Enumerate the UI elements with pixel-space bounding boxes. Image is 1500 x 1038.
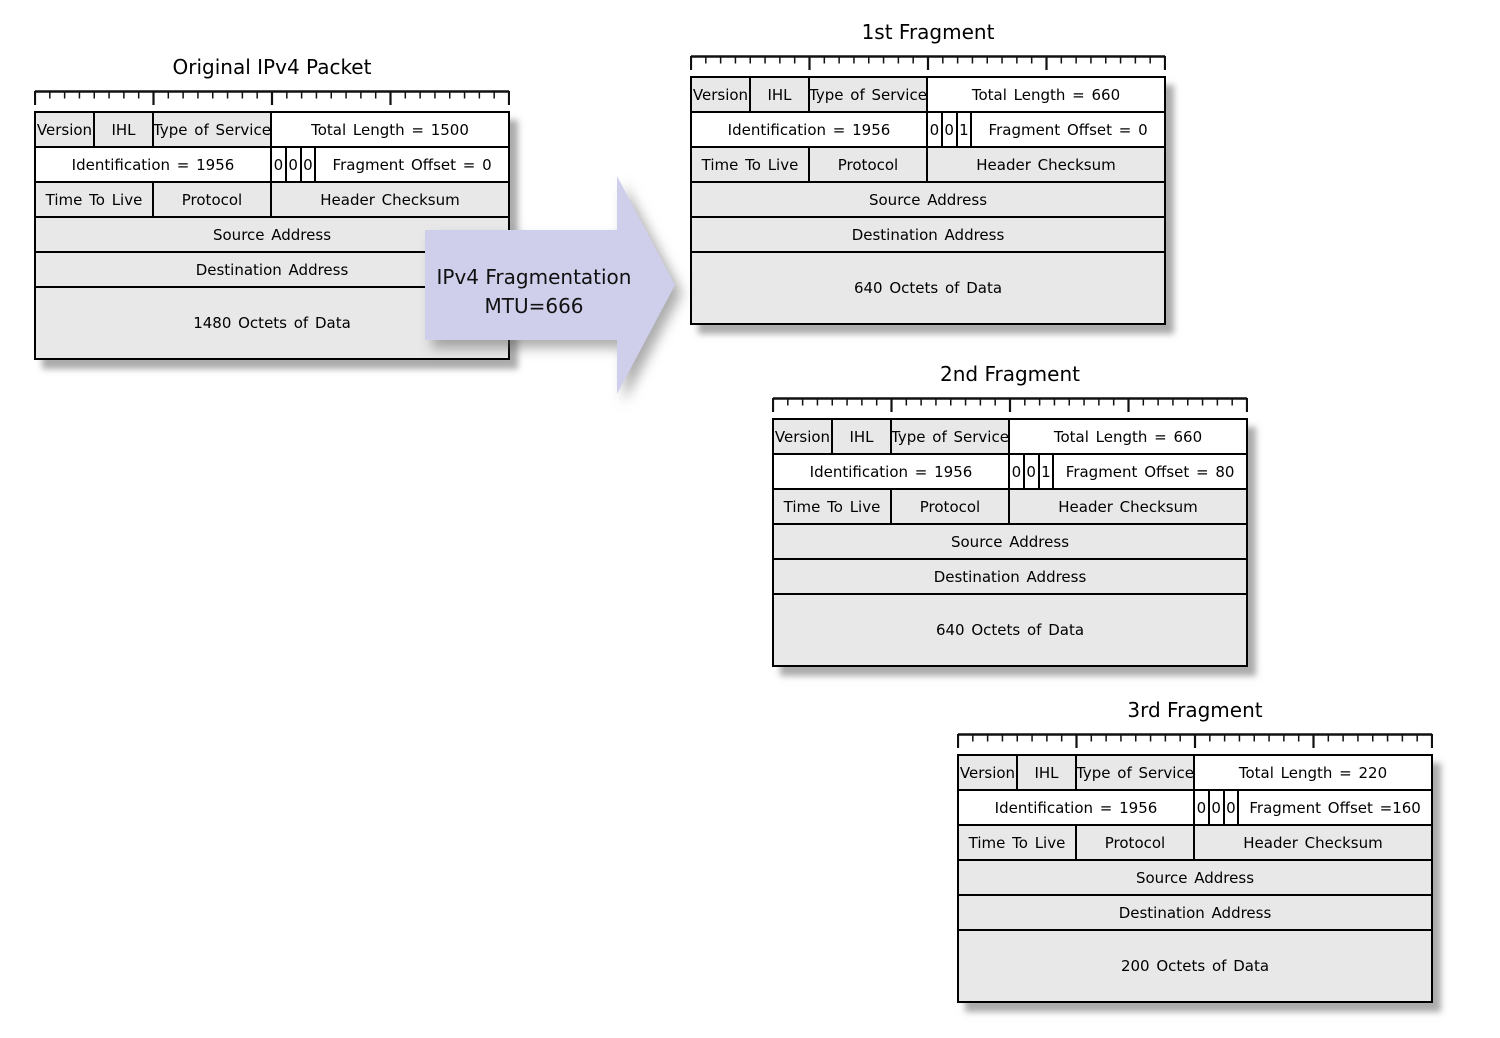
field-flag-df: 0	[1024, 455, 1040, 488]
data-row: 200 Octets of Data	[959, 931, 1431, 1001]
field-flag-df: 0	[942, 113, 958, 146]
field-identification: Identification = 1956	[692, 113, 928, 146]
field-version: Version	[692, 78, 751, 111]
field-source-address: Source Address	[774, 525, 1246, 558]
field-ttl: Time To Live	[36, 183, 154, 216]
field-flag-reserved: 0	[1195, 791, 1210, 824]
field-fragment-offset: Fragment Offset = 0	[972, 113, 1164, 146]
bit-ruler-icon	[772, 397, 1248, 412]
field-flag-df: 0	[1209, 791, 1225, 824]
packet-title: Original IPv4 Packet	[172, 55, 372, 79]
bit-ruler-icon	[690, 55, 1166, 70]
field-flag-mf: 0	[301, 148, 317, 181]
packet-title: 1st Fragment	[861, 20, 995, 44]
field-total-length: Total Length = 660	[928, 78, 1164, 111]
field-header-checksum: Header Checksum	[1010, 490, 1246, 523]
fragmentation-arrow: IPv4 Fragmentation MTU=666	[420, 168, 682, 403]
header-row-4: Source Address	[692, 183, 1164, 218]
header-row-1: Version IHL Type of Service Total Length…	[36, 113, 508, 148]
arrow-label-line2: MTU=666	[484, 294, 584, 318]
ipv4-header-grid: Version IHL Type of Service Total Length…	[957, 754, 1433, 1003]
field-ihl: IHL	[95, 113, 154, 146]
data-row: 640 Octets of Data	[774, 595, 1246, 665]
field-identification: Identification = 1956	[774, 455, 1010, 488]
field-version: Version	[36, 113, 95, 146]
field-flag-mf: 0	[1224, 791, 1240, 824]
header-row-2: Identification = 1956 0 0 0 Fragment Off…	[36, 148, 508, 183]
field-fragment-offset: Fragment Offset = 80	[1054, 455, 1246, 488]
arrow-label-line1: IPv4 Fragmentation	[436, 265, 632, 289]
field-type-of-service: Type of Service	[153, 113, 272, 146]
right-arrow-icon	[425, 176, 675, 394]
header-row-5: Destination Address	[774, 560, 1246, 595]
field-source-address: Source Address	[692, 183, 1164, 216]
field-flag-mf: 1	[957, 113, 973, 146]
field-protocol: Protocol	[154, 183, 272, 216]
field-flag-mf: 1	[1039, 455, 1055, 488]
data-row: 640 Octets of Data	[692, 253, 1164, 323]
packet-title: 2nd Fragment	[940, 362, 1080, 386]
field-total-length: Total Length = 220	[1195, 756, 1431, 789]
field-fragment-offset: Fragment Offset = 0	[316, 148, 508, 181]
field-fragment-offset: Fragment Offset =160	[1239, 791, 1431, 824]
bit-ruler-icon	[957, 733, 1433, 748]
field-header-checksum: Header Checksum	[928, 148, 1164, 181]
field-type-of-service: Type of Service	[809, 78, 928, 111]
field-flag-reserved: 0	[272, 148, 287, 181]
header-row-3: Time To Live Protocol Header Checksum	[36, 183, 508, 218]
field-ttl: Time To Live	[774, 490, 892, 523]
header-row-1: Version IHL Type of Service Total Length…	[959, 756, 1431, 791]
header-row-1: Version IHL Type of Service Total Length…	[692, 78, 1164, 113]
field-protocol: Protocol	[1077, 826, 1195, 859]
field-total-length: Total Length = 660	[1010, 420, 1246, 453]
field-version: Version	[959, 756, 1018, 789]
header-row-2: Identification = 1956 0 0 0 Fragment Off…	[959, 791, 1431, 826]
field-identification: Identification = 1956	[36, 148, 272, 181]
field-protocol: Protocol	[892, 490, 1010, 523]
field-data-octets: 640 Octets of Data	[692, 253, 1164, 323]
field-flag-reserved: 0	[928, 113, 943, 146]
ipv4-header-grid: Version IHL Type of Service Total Length…	[772, 418, 1248, 667]
header-row-2: Identification = 1956 0 0 1 Fragment Off…	[692, 113, 1164, 148]
field-destination-address: Destination Address	[692, 218, 1164, 251]
packet-fragment-2: 2nd Fragment Version IHL Type of Service…	[772, 362, 1248, 667]
field-destination-address: Destination Address	[774, 560, 1246, 593]
field-ihl: IHL	[1018, 756, 1077, 789]
packet-fragment-3: 3rd Fragment Version IHL Type of Service…	[957, 698, 1433, 1003]
field-type-of-service: Type of Service	[1076, 756, 1195, 789]
field-version: Version	[774, 420, 833, 453]
header-row-3: Time To Live Protocol Header Checksum	[774, 490, 1246, 525]
field-type-of-service: Type of Service	[891, 420, 1010, 453]
field-ttl: Time To Live	[692, 148, 810, 181]
field-ihl: IHL	[751, 78, 810, 111]
header-row-5: Destination Address	[959, 896, 1431, 931]
field-protocol: Protocol	[810, 148, 928, 181]
packet-title: 3rd Fragment	[1127, 698, 1263, 722]
field-total-length: Total Length = 1500	[272, 113, 508, 146]
packet-fragment-1: 1st Fragment Version IHL Type of Service…	[690, 20, 1166, 325]
header-row-5: Destination Address	[692, 218, 1164, 253]
header-row-4: Source Address	[959, 861, 1431, 896]
bit-ruler-icon	[34, 90, 510, 105]
field-identification: Identification = 1956	[959, 791, 1195, 824]
field-data-octets: 200 Octets of Data	[959, 931, 1431, 1001]
header-row-2: Identification = 1956 0 0 1 Fragment Off…	[774, 455, 1246, 490]
header-row-3: Time To Live Protocol Header Checksum	[692, 148, 1164, 183]
header-row-1: Version IHL Type of Service Total Length…	[774, 420, 1246, 455]
field-header-checksum: Header Checksum	[1195, 826, 1431, 859]
header-row-4: Source Address	[774, 525, 1246, 560]
header-row-3: Time To Live Protocol Header Checksum	[959, 826, 1431, 861]
field-ihl: IHL	[833, 420, 892, 453]
field-destination-address: Destination Address	[959, 896, 1431, 929]
field-data-octets: 640 Octets of Data	[774, 595, 1246, 665]
field-flag-df: 0	[286, 148, 302, 181]
field-header-checksum: Header Checksum	[272, 183, 508, 216]
field-ttl: Time To Live	[959, 826, 1077, 859]
arrow-label: IPv4 Fragmentation MTU=666	[434, 263, 634, 321]
field-source-address: Source Address	[959, 861, 1431, 894]
field-flag-reserved: 0	[1010, 455, 1025, 488]
ipv4-header-grid: Version IHL Type of Service Total Length…	[690, 76, 1166, 325]
